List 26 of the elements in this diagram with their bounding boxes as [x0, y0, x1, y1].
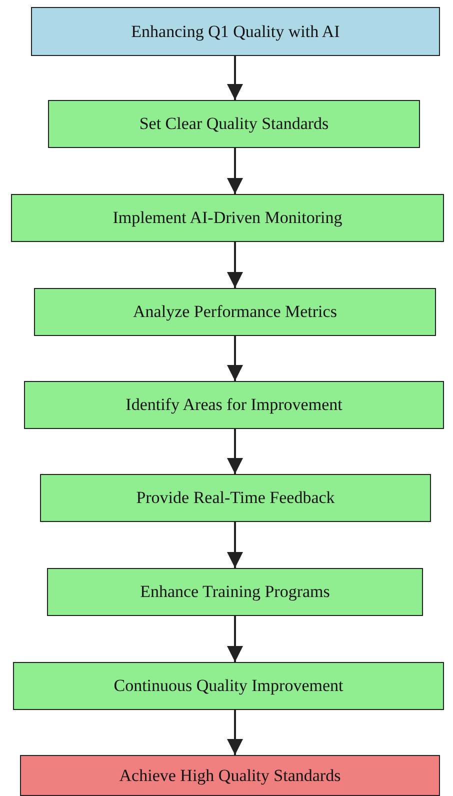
step-label: Analyze Performance Metrics [133, 302, 337, 322]
arrow [227, 710, 243, 755]
arrow [227, 522, 243, 568]
step-label: Implement AI-Driven Monitoring [112, 208, 342, 228]
arrow [227, 616, 243, 662]
process-box [20, 755, 440, 796]
arrow [227, 148, 243, 194]
process-box [40, 474, 431, 522]
arrow [227, 336, 243, 381]
process-box [24, 381, 444, 429]
step-label: Provide Real-Time Feedback [136, 488, 335, 508]
process-box [11, 194, 444, 242]
step-label: Enhance Training Programs [140, 582, 330, 602]
step-label: Set Clear Quality Standards [139, 114, 329, 134]
arrow [227, 56, 243, 100]
process-box [13, 662, 444, 710]
step-label: Continuous Quality Improvement [114, 676, 344, 696]
step-label: Enhancing Q1 Quality with AI [131, 22, 340, 42]
step-label: Achieve High Quality Standards [119, 766, 341, 786]
step-label: Identify Areas for Improvement [126, 395, 342, 415]
process-box [34, 288, 436, 336]
process-box [31, 7, 440, 56]
arrow [227, 429, 243, 474]
arrow [227, 242, 243, 288]
process-box [47, 568, 423, 616]
process-box [48, 100, 420, 148]
